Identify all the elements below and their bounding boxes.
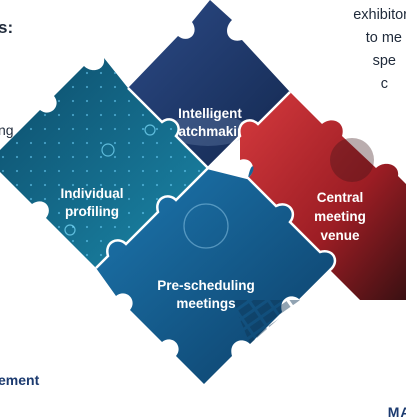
left-text-fragment: ng: [0, 122, 14, 138]
puzzle-label-venue: venue: [320, 228, 360, 243]
puzzle-label-pre-scheduling: Pre-scheduling: [157, 278, 255, 293]
right-text-line: spe: [372, 53, 396, 69]
puzzle-label-profiling: profiling: [65, 204, 119, 219]
right-text-line: c: [380, 76, 388, 92]
bottom-left-heading-fragment: ement: [0, 372, 40, 388]
puzzle-label-individual: Individual: [60, 186, 123, 201]
puzzle-seams: [95, 87, 337, 301]
puzzle-label-meetings: meetings: [176, 296, 235, 311]
puzzle-piece-central-meeting-venue: Central meeting venue: [239, 92, 406, 300]
left-heading-fragment: s:: [0, 18, 14, 37]
right-paragraph-fragment: exhibitor to me spe c: [288, 4, 406, 96]
right-text-line: to me: [365, 30, 402, 46]
puzzle-piece-individual-profiling: Individual profiling: [0, 58, 208, 268]
puzzle-label-central: Central: [317, 190, 364, 205]
puzzle-label-meeting: meeting: [314, 209, 366, 224]
right-text-line: exhibitor: [353, 7, 406, 23]
puzzle-piece-intelligent-matchmaking: Intelligent matchmaking: [128, 0, 290, 168]
puzzle-label-intelligent: Intelligent: [178, 106, 242, 121]
puzzle-piece-pre-scheduling-meetings: Pre-scheduling meetings: [96, 166, 335, 384]
puzzle-label-matchmaking: matchmaking: [166, 124, 253, 139]
